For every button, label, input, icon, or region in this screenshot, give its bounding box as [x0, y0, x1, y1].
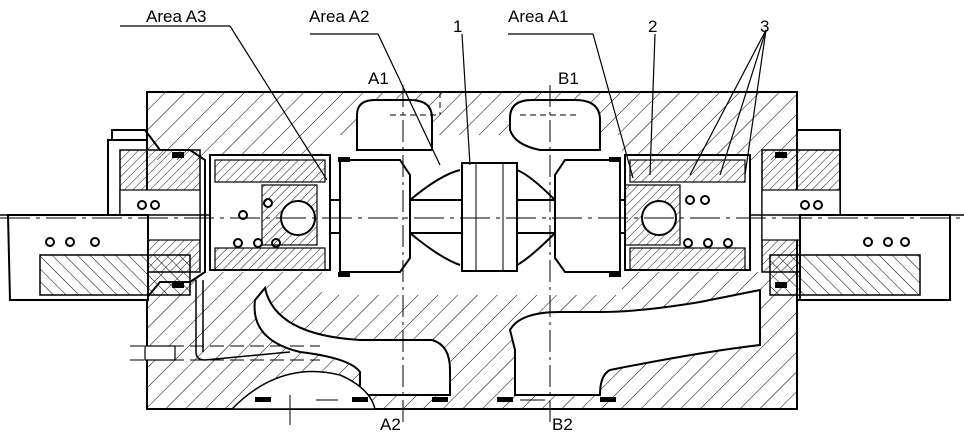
- seals: [172, 152, 787, 402]
- label-area-a3: Area A3: [146, 7, 207, 26]
- leader-lines: [120, 25, 767, 181]
- right-sleeve: [624, 154, 751, 271]
- label-port-a2: A2: [380, 415, 401, 434]
- left-sleeve: [209, 154, 331, 271]
- drain-line: [130, 280, 320, 361]
- springs: [45, 195, 910, 248]
- label-port-a1: A1: [368, 69, 389, 88]
- label-part-1: 1: [453, 17, 462, 36]
- label-area-a2: Area A2: [309, 7, 370, 26]
- label-port-b1: B1: [558, 69, 579, 88]
- spool: [329, 159, 626, 273]
- right-plug: [769, 214, 951, 301]
- label-part-2: 2: [648, 17, 657, 36]
- label-part-3: 3: [760, 17, 769, 36]
- centerlines: [0, 85, 964, 425]
- label-area-a1: Area A1: [508, 7, 569, 26]
- label-port-b2: B2: [552, 415, 573, 434]
